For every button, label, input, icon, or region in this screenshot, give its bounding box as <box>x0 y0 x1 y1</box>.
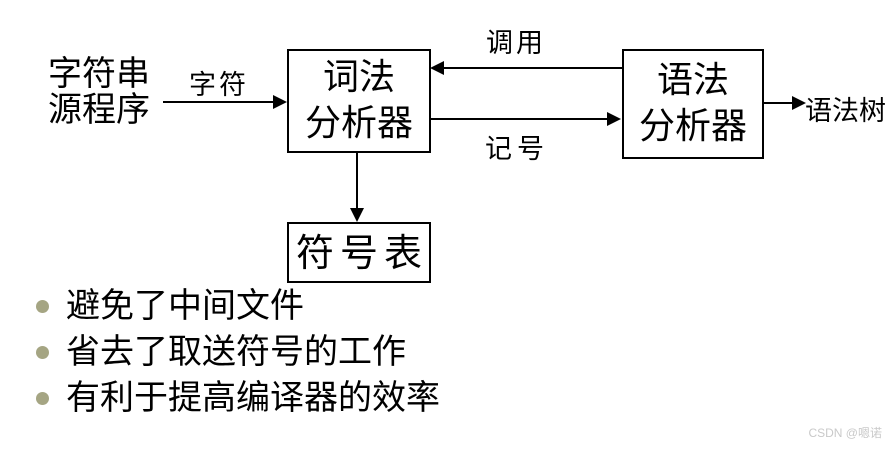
arrow-token-label: 记号 <box>485 134 549 165</box>
arrow-call-label: 调用 <box>486 28 546 59</box>
arrow-syntax-tree-line <box>764 102 793 104</box>
arrow-call-line <box>444 67 622 69</box>
arrow-chars-label: 字符 <box>189 70 249 101</box>
arrow-token-line <box>431 118 608 120</box>
list-item: 有利于提高编译器的效率 <box>36 380 440 417</box>
bullet-dot-icon <box>36 392 49 405</box>
lexer-box: 词法 分析器 <box>287 49 431 153</box>
lexer-box-line1: 词法 <box>322 57 395 98</box>
arrow-symtab-line <box>356 153 358 209</box>
parser-box-line1: 语法 <box>656 60 729 101</box>
list-item: 省去了取送符号的工作 <box>36 334 440 371</box>
arrow-chars-line <box>163 101 274 103</box>
source-program-line1: 字符串 <box>48 54 150 94</box>
arrow-chars-head-icon <box>273 95 287 109</box>
parser-box: 语法 分析器 <box>622 49 764 159</box>
bullet-text-1: 避免了中间文件 <box>66 286 304 326</box>
watermark: CSDN @嗯诺 <box>808 426 882 440</box>
source-program-line2: 源程序 <box>48 90 150 130</box>
bullet-dot-icon <box>36 300 49 313</box>
symbol-table-box: 符号表 <box>287 222 431 283</box>
symbol-table-label: 符号表 <box>295 230 428 275</box>
lexer-box-line2: 分析器 <box>304 103 413 144</box>
list-item: 避免了中间文件 <box>36 288 440 325</box>
parser-box-line2: 分析器 <box>638 106 747 147</box>
arrow-call-head-icon <box>430 61 444 75</box>
arrow-syntax-tree-head-icon <box>792 96 806 110</box>
syntax-tree-label: 语法树 <box>805 96 886 127</box>
source-program-label: 字符串 源程序 <box>48 56 150 128</box>
bullet-list: 避免了中间文件 省去了取送符号的工作 有利于提高编译器的效率 <box>36 288 440 426</box>
bullet-text-3: 有利于提高编译器的效率 <box>66 378 440 418</box>
arrow-symtab-head-icon <box>350 208 364 222</box>
bullet-text-2: 省去了取送符号的工作 <box>66 332 406 372</box>
bullet-dot-icon <box>36 346 49 359</box>
arrow-token-head-icon <box>607 112 621 126</box>
